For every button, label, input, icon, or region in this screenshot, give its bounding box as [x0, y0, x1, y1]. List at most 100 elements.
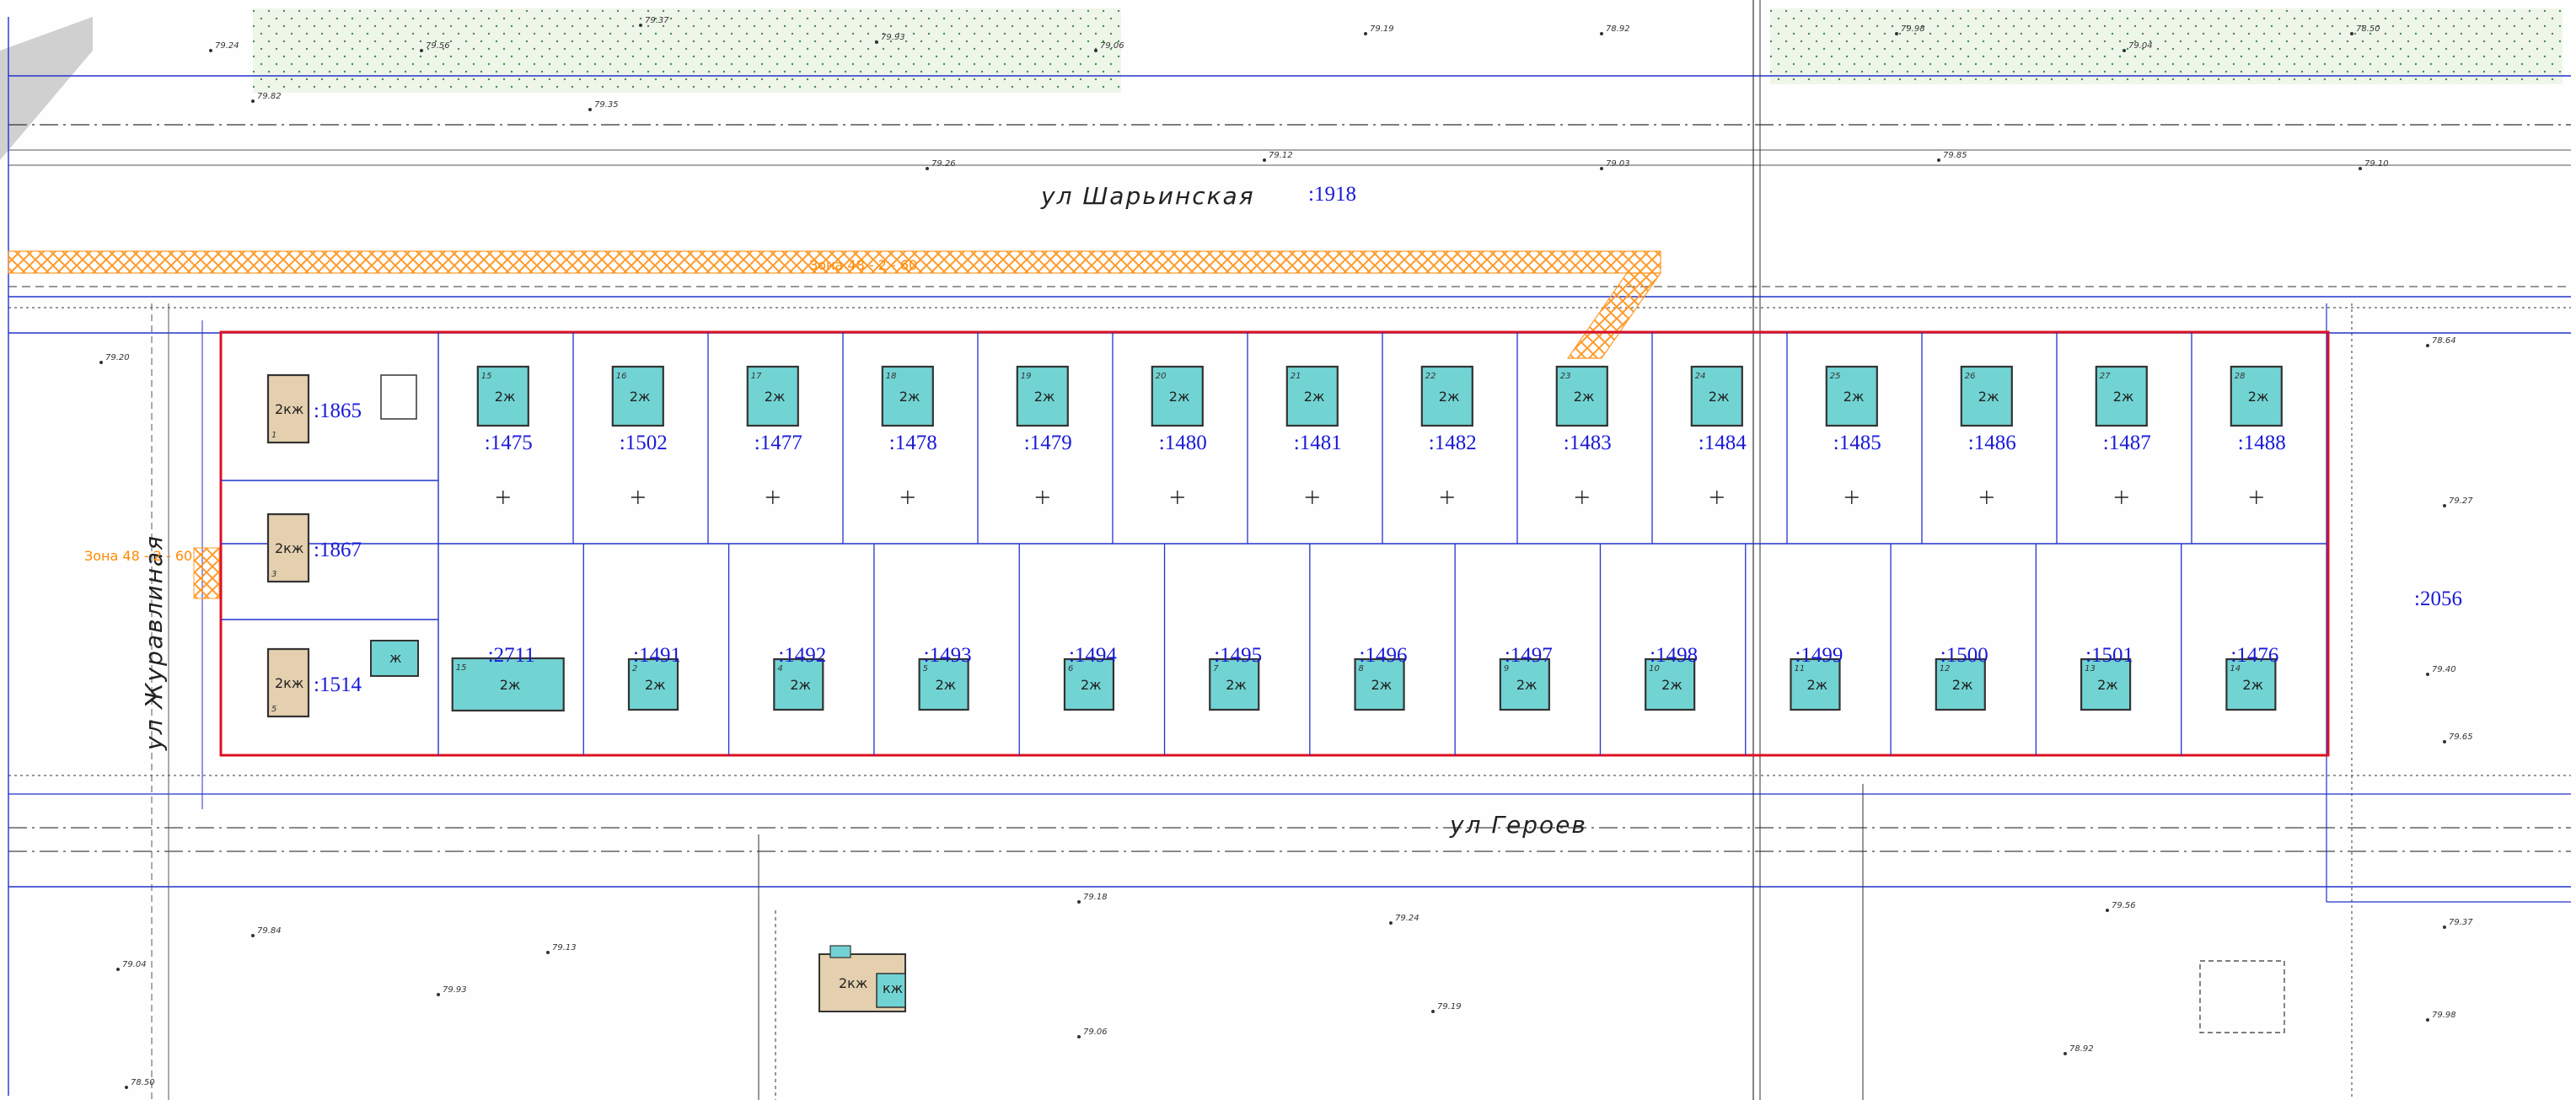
- elevation-value: 79.06: [1083, 1028, 1108, 1037]
- elevation-value: 79.40: [2432, 665, 2456, 674]
- elevation-value: 79.18: [1083, 893, 1108, 902]
- parcel-code-south: :1496: [1360, 644, 1408, 667]
- outbuilding: ж: [370, 640, 419, 677]
- house-footprint: [1063, 657, 1115, 711]
- existing-type-label: 2кж: [275, 675, 303, 691]
- house-type-label: 2ж: [1661, 677, 1682, 693]
- elevation-value: 78.50: [131, 1078, 155, 1087]
- elevation-mark: [2426, 344, 2429, 347]
- existing-footprint: [266, 512, 310, 583]
- elevation-mark: [875, 40, 878, 44]
- house-number: 7: [1213, 664, 1219, 673]
- house-type-label: 2ж: [1709, 389, 1730, 405]
- house-number: 14: [2230, 664, 2241, 673]
- utility-square: [2199, 960, 2285, 1033]
- house-south: 2ж6: [1063, 657, 1115, 711]
- road-code-east: :2056: [2414, 588, 2462, 610]
- elevation-mark: [588, 108, 592, 111]
- parcel-code-south: :1492: [778, 644, 826, 667]
- house-number: 28: [2235, 372, 2246, 381]
- house-footprint: [627, 657, 679, 711]
- house-type-label: 2ж: [1978, 389, 1999, 405]
- elevation-mark: [2426, 673, 2429, 676]
- house-footprint: [746, 365, 799, 427]
- house-type-label: 2ж: [1516, 677, 1538, 693]
- parcel-code-north: :1483: [1564, 432, 1612, 454]
- house-number: 2: [632, 664, 637, 673]
- house-number: 15: [456, 663, 467, 673]
- empty-lot-box: [380, 374, 417, 420]
- zone-label-north: Зона 48 - 2 - 60: [809, 257, 917, 273]
- elevation-mark: [2106, 909, 2109, 912]
- parcel-code-south: :2711: [488, 644, 535, 667]
- elevation-value: 79.93: [443, 985, 467, 995]
- elevation-mark: [1364, 32, 1367, 35]
- house-footprint: [2225, 657, 2277, 711]
- parcel-code-south: :1499: [1795, 644, 1843, 667]
- elevation-value: 79.56: [426, 41, 450, 51]
- elevation-value: 79.24: [1395, 914, 1419, 923]
- house-footprint: [2095, 365, 2148, 427]
- house-footprint: [1420, 365, 1473, 427]
- house-south: 2ж8: [1354, 657, 1405, 711]
- street-label-sharinskaya: ул Шарьинская: [1040, 182, 1255, 210]
- house-type-label: 2ж: [1574, 389, 1595, 405]
- survey-cross: [1440, 491, 1454, 504]
- house-footprint: [1016, 365, 1069, 427]
- elevation-value: 79.98: [2432, 1011, 2456, 1020]
- house-type-label: 2ж: [2113, 389, 2134, 405]
- house-number: 25: [1830, 372, 1841, 381]
- elevation-value: 78.50: [2356, 24, 2380, 34]
- house-footprint: [1935, 657, 1986, 711]
- elevation-mark: [251, 934, 255, 937]
- parcel-code-north: :1479: [1024, 432, 1072, 454]
- elevation-value: 79.20: [105, 353, 130, 362]
- parcel-code-north: :1502: [620, 432, 668, 454]
- elevation-mark: [209, 49, 212, 52]
- elevation-mark: [2123, 49, 2126, 52]
- parcel-code-south: :1494: [1069, 644, 1117, 667]
- elevation-value: 79.82: [257, 92, 282, 101]
- existing-type-label: 2кж: [275, 401, 303, 417]
- elevation-value: 79.26: [931, 159, 956, 169]
- elevation-value: 79.04: [2128, 41, 2153, 51]
- existing-footprint: [266, 647, 310, 718]
- house-footprint: [1690, 365, 1743, 427]
- elevation-value: 79.35: [594, 100, 619, 110]
- parcel-code-north: :1482: [1429, 432, 1477, 454]
- house-south: 2ж2: [627, 657, 679, 711]
- elevation-value: 79.03: [1606, 159, 1630, 169]
- house-type-label: 2ж: [1169, 389, 1190, 405]
- elevation-mark: [116, 968, 120, 971]
- house-type-label: 2ж: [899, 389, 920, 405]
- elevation-mark: [546, 951, 550, 954]
- survey-cross: [631, 491, 645, 504]
- house-number: 16: [616, 372, 627, 381]
- house-south: 2ж4: [773, 657, 824, 711]
- house-south: 2ж5: [918, 657, 969, 711]
- parcel-code-south: :1491: [633, 644, 681, 667]
- elevation-mark: [125, 1086, 128, 1089]
- elevation-value: 79.04: [122, 960, 147, 969]
- survey-cross: [900, 491, 915, 504]
- survey-cross: [1305, 491, 1319, 504]
- elevation-mark: [1077, 900, 1081, 904]
- survey-cross: [1170, 491, 1184, 504]
- house-number: 12: [1940, 664, 1951, 673]
- protection-zone-diagonal: [1566, 272, 1662, 359]
- house-type-label: 2ж: [1304, 389, 1325, 405]
- house-south: 2ж7: [1209, 657, 1260, 711]
- house-type-label: 2ж: [630, 389, 651, 405]
- house-footprint: [1209, 657, 1260, 711]
